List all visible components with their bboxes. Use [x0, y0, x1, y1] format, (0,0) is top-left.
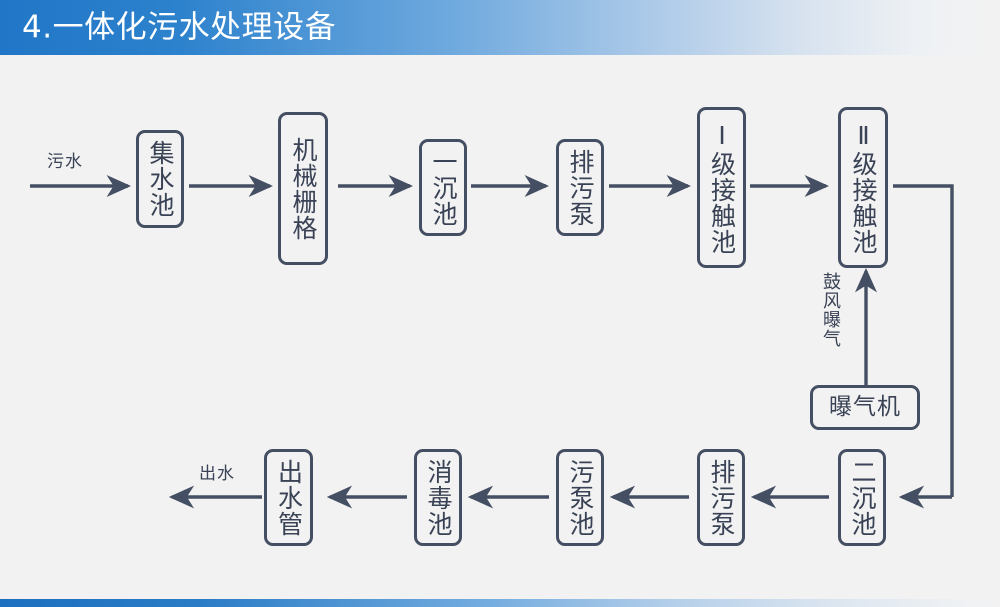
node-label: 一沉池 — [429, 148, 458, 227]
node-label: 二沉池 — [848, 458, 877, 537]
node-secondary-settling[interactable]: 二沉池 — [838, 449, 886, 546]
inlet-label: 污水 — [47, 152, 83, 172]
node-label: 机械栅格 — [289, 136, 318, 241]
outlet-label: 出水 — [199, 464, 235, 484]
node-label: 排污泵 — [566, 148, 595, 227]
node-label: 集水池 — [146, 140, 175, 218]
node-aerator[interactable]: 曝气机 — [810, 385, 920, 430]
node-label: 消毒池 — [424, 458, 453, 537]
node-label: 出水管 — [274, 458, 304, 537]
node-collection-tank[interactable]: 集水池 — [136, 130, 184, 228]
node-outlet-pipe[interactable]: 出水管 — [264, 449, 313, 546]
node-contact-tank-1[interactable]: Ⅰ级接触池 — [697, 107, 746, 268]
node-contact-tank-2[interactable]: Ⅱ级接触池 — [838, 107, 888, 268]
node-sludge-pump-tank[interactable]: 污泵池 — [556, 449, 604, 546]
footer-accent-bar — [0, 599, 1000, 607]
node-disinfection-tank[interactable]: 消毒池 — [414, 449, 462, 546]
node-label: 排污泵 — [707, 458, 736, 537]
node-mechanical-grating[interactable]: 机械栅格 — [278, 112, 328, 265]
node-label: 污泵池 — [566, 458, 595, 537]
process-flow-diagram: 污水 出水 鼓风曝气 集水池 机械栅格 一沉池 排污泵 Ⅰ级接触池 Ⅱ级接触池 … — [0, 55, 1000, 599]
node-label: 曝气机 — [829, 393, 901, 420]
node-sewage-pump-bottom[interactable]: 排污泵 — [697, 449, 745, 546]
node-primary-settling[interactable]: 一沉池 — [419, 139, 467, 236]
node-label: Ⅱ级接触池 — [849, 120, 878, 255]
page-title: 4.一体化污水处理设备 — [22, 9, 337, 45]
node-sewage-pump-top[interactable]: 排污泵 — [556, 139, 604, 236]
header-bar: 4.一体化污水处理设备 — [0, 0, 1000, 55]
aeration-label: 鼓风曝气 — [820, 272, 841, 348]
node-label: Ⅰ级接触池 — [707, 120, 737, 255]
